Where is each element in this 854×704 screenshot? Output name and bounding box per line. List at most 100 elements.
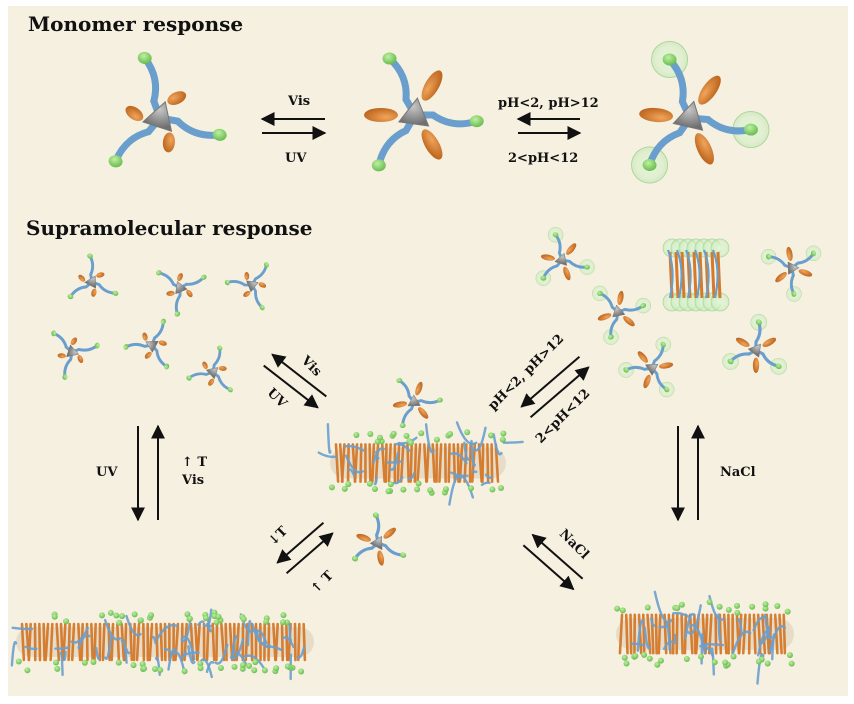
fiber-arm	[470, 439, 476, 468]
fiber-rod	[380, 443, 386, 483]
left-temp-up-label: ↑ T	[182, 455, 208, 470]
fiber-tip	[113, 612, 120, 619]
azo-rod	[798, 269, 813, 277]
fiber-rod	[747, 613, 751, 655]
azo-rod	[57, 353, 66, 359]
stack-arm	[666, 249, 674, 299]
fiber-tip	[63, 618, 70, 625]
dissolved-monomer	[224, 262, 269, 311]
fiber-arm	[407, 472, 416, 480]
fiber-tip	[387, 481, 394, 488]
fiber-rod	[224, 622, 228, 662]
arm-tip	[396, 377, 403, 384]
fiber-tip	[298, 668, 305, 675]
fiber-tip	[119, 613, 126, 620]
stack-arm	[675, 249, 683, 299]
fiber-arm	[756, 629, 772, 657]
fiber-arm	[731, 630, 752, 657]
azo-rod	[694, 133, 714, 165]
azo-rod	[639, 107, 674, 123]
fiber-arm	[200, 658, 213, 679]
azo-rod	[775, 272, 787, 283]
azo-rod	[158, 340, 167, 346]
fiber-arm	[120, 638, 128, 664]
azo-rod	[418, 407, 429, 419]
fiber-tip	[53, 659, 60, 666]
fiber-tip	[762, 601, 769, 608]
fiber-rod	[477, 443, 483, 483]
fiber-tip	[786, 652, 793, 659]
fiber-tip	[51, 613, 58, 620]
fiber-tip	[251, 667, 258, 674]
fiber-tip	[115, 659, 122, 666]
arm-tip	[766, 253, 772, 260]
fiber-arm	[206, 617, 213, 633]
fiber-right	[614, 590, 795, 685]
fiber-tip	[81, 659, 88, 666]
fiber-tip	[644, 604, 651, 611]
azo-rod	[167, 91, 187, 105]
fiber-arm	[70, 626, 89, 644]
fiber-rod	[20, 622, 26, 662]
azo-rod	[162, 132, 175, 153]
arm-tip	[382, 52, 397, 65]
arm-tip	[640, 303, 647, 309]
stack-rod	[698, 251, 704, 299]
fiber-rod	[132, 622, 136, 662]
fiber-arm	[181, 650, 187, 659]
azo-rod	[415, 381, 423, 396]
arm-tip	[755, 319, 762, 326]
fiber-arm	[288, 623, 293, 643]
fiber-tip	[328, 484, 335, 491]
fiber-arm	[389, 451, 400, 471]
monomer-ph-back-label: 2<pH<12	[508, 151, 579, 166]
core	[84, 275, 97, 289]
fiber-tip	[217, 665, 224, 672]
arm-tip	[160, 318, 166, 325]
azo-rod	[244, 272, 250, 280]
supra-ph-forward-arrow	[529, 366, 590, 419]
fiber-tip	[263, 618, 270, 625]
arm-tip	[584, 264, 590, 270]
fiber-rod	[42, 622, 46, 662]
core	[397, 97, 430, 127]
fiber-tip	[722, 659, 729, 666]
fiber-tip	[367, 431, 374, 438]
monomer-cis	[108, 51, 227, 168]
fiber-rod	[624, 613, 629, 655]
fiber-rod	[680, 613, 684, 655]
arm-tip	[51, 330, 57, 337]
arm-tip	[437, 397, 443, 403]
fiber-tip	[784, 608, 791, 615]
azo-rod	[243, 290, 251, 298]
fiber-rod	[675, 613, 679, 655]
arm-tip	[642, 158, 657, 171]
azo-rod	[218, 366, 227, 371]
fiber-rod	[413, 443, 418, 483]
arm-tip	[351, 555, 359, 562]
fiber-arm	[737, 618, 743, 635]
core	[747, 343, 761, 358]
stack-rod	[674, 251, 680, 299]
fiber-rod	[368, 443, 372, 483]
fiber-rod	[654, 613, 658, 655]
fiber-tip	[697, 653, 704, 660]
arm-tip	[227, 387, 233, 393]
fiber-tip	[500, 430, 507, 437]
azo-rod	[566, 243, 577, 255]
arm-tip	[217, 345, 223, 351]
fiber-rod	[148, 622, 154, 662]
monomer-vis-label: Vis	[288, 94, 311, 109]
monomer-charged	[631, 40, 770, 184]
fiber-arm	[687, 604, 702, 635]
fiber-rod	[438, 443, 443, 483]
core	[369, 535, 383, 551]
fiber-tip	[148, 612, 155, 619]
fiber-arm	[704, 643, 725, 647]
fiber-arm	[125, 647, 131, 655]
arm-tip	[259, 304, 265, 311]
bottom-temperature-forward-arrow	[285, 532, 334, 575]
azo-rod	[377, 550, 385, 566]
